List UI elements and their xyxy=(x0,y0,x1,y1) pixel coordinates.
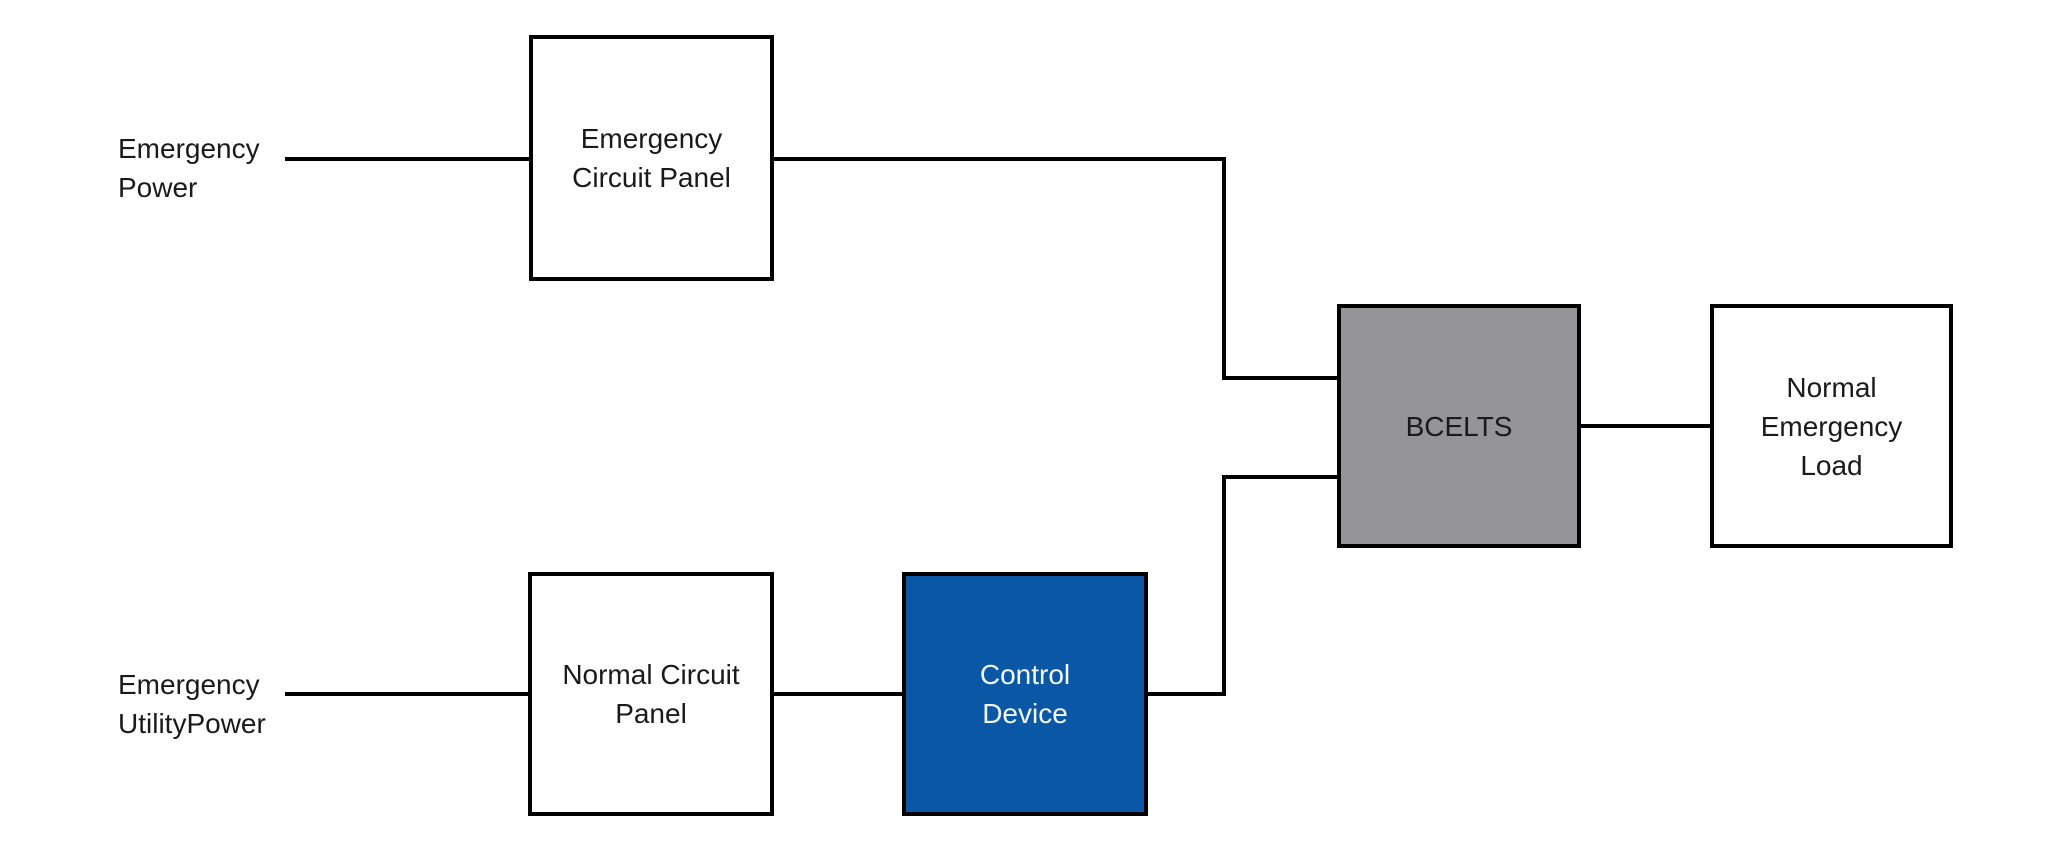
node-label-line: BCELTS xyxy=(1405,410,1513,442)
node-label-line: Panel xyxy=(615,698,687,729)
node-label-line: Load xyxy=(1800,449,1863,481)
node-label-line: Normal xyxy=(1786,371,1877,403)
label-emergency-utility-power: Emergency UtilityPower xyxy=(118,665,266,743)
node-label-line: Emergency xyxy=(1760,410,1903,442)
node-normal-emergency-load: Normal Emergency Load xyxy=(1710,304,1953,548)
node-label-line: Device xyxy=(982,698,1068,729)
connector-emergency-panel-to-bcelts xyxy=(771,157,1339,380)
node-control-device: Control Device xyxy=(902,572,1148,816)
label-line: Power xyxy=(118,172,198,203)
label-line: UtilityPower xyxy=(118,708,266,739)
connector-control-device-to-bcelts xyxy=(1146,475,1339,696)
label-emergency-power: Emergency Power xyxy=(118,129,260,207)
node-label-line: Circuit Panel xyxy=(572,162,731,193)
node-bcelts: BCELTS xyxy=(1337,304,1581,548)
node-normal-circuit-panel: Normal Circuit Panel xyxy=(528,572,774,816)
node-label-line: Control xyxy=(979,659,1071,690)
node-label-line: Normal Circuit xyxy=(562,659,740,690)
node-emergency-circuit-panel: Emergency Circuit Panel xyxy=(529,35,774,281)
label-line: Emergency xyxy=(118,133,260,164)
label-line: Emergency xyxy=(118,669,260,700)
node-label-line: Emergency xyxy=(580,123,723,154)
